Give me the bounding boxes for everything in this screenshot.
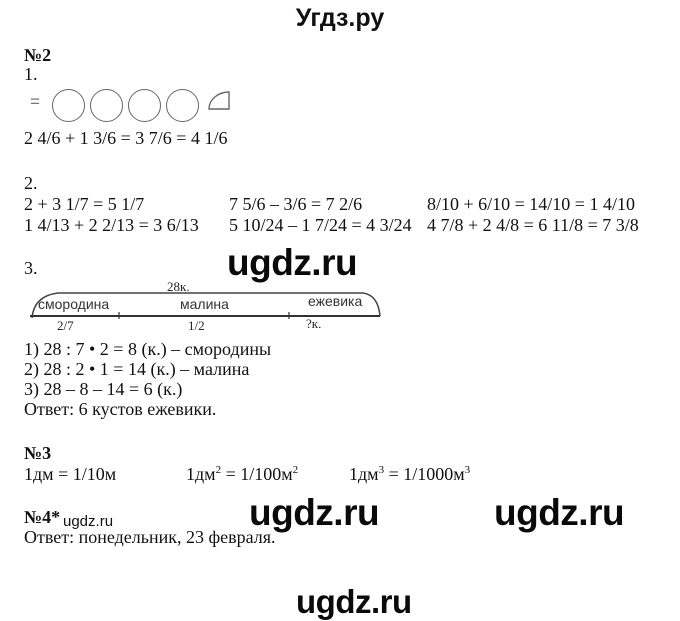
conversion-lhs: 1дм	[24, 464, 54, 484]
conversion-rhs: = 1/10м	[53, 464, 117, 484]
watermark: ugdz.ru	[494, 492, 625, 533]
task2-part1-equation: 2 4/6 + 1 3/6 = 3 7/6 = 4 1/6	[24, 128, 228, 148]
exponent: 3	[464, 464, 471, 476]
whole-circle-icon	[90, 89, 123, 122]
equation: 7 5/6 – 3/6 = 7 2/6	[229, 194, 363, 214]
segment-fraction: 2/7	[57, 318, 74, 333]
equation: 5 10/24 – 1 7/24 = 4 3/24	[229, 215, 412, 235]
conversion-item: 1дм2 = 1/100м2	[186, 464, 298, 485]
segment-fraction: ?к.	[306, 316, 322, 331]
conversion-rhs: = 1/100м	[221, 464, 293, 484]
site-title: Угдз.ру	[295, 4, 385, 32]
segment-label: малина	[180, 296, 229, 312]
task2-part1-label: 1.	[24, 64, 38, 84]
whole-circle-icon	[128, 89, 161, 122]
solution-step: 1) 28 : 7 • 2 = 8 (к.) – смородины	[24, 339, 272, 359]
watermark: ugdz.ru	[227, 242, 358, 283]
solution-step: 3) 28 – 8 – 14 = 6 (к.)	[24, 379, 183, 399]
exponent: 2	[215, 464, 222, 476]
equals-sign: =	[30, 92, 40, 111]
segment-fraction: 1/2	[188, 318, 205, 333]
segment-label: смородина	[38, 296, 110, 312]
brace-line-icon	[30, 292, 381, 319]
conversion-rhs: = 1/1000м	[384, 464, 465, 484]
watermark: ugdz.ru	[249, 492, 380, 533]
conversion-item: 1дм = 1/10м	[24, 464, 116, 485]
segment-label: ежевика	[308, 293, 363, 309]
task3-heading: №3	[24, 443, 52, 463]
exponent: 3	[378, 464, 385, 476]
whole-circle-icon	[166, 89, 199, 122]
task2-answer: Ответ: 6 кустов ежевики.	[24, 399, 217, 419]
equation: 8/10 + 6/10 = 14/10 = 1 4/10	[427, 194, 635, 214]
equation: 2 + 3 1/7 = 5 1/7	[24, 194, 145, 214]
equation: 4 7/8 + 2 4/8 = 6 11/8 = 7 3/8	[427, 215, 639, 235]
task2-heading: №2	[24, 45, 52, 65]
conversion-lhs: 1дм	[349, 464, 379, 484]
task2-part3-label: 3.	[24, 258, 38, 278]
conversion-lhs: 1дм	[186, 464, 216, 484]
watermark: ugdz.ru	[296, 583, 412, 620]
whole-circle-icon	[52, 89, 85, 122]
equation: 1 4/13 + 2 2/13 = 3 6/13	[24, 215, 199, 235]
conversion-item: 1дм3 = 1/1000м3	[349, 464, 470, 485]
quarter-circle-icon	[208, 91, 230, 110]
task4-heading: №4*	[24, 507, 61, 527]
exponent: 2	[292, 464, 299, 476]
watermark-small: ugdz.ru	[63, 513, 114, 530]
diagram-total: 28к.	[167, 279, 190, 294]
task2-part2-label: 2.	[24, 173, 38, 193]
task4-answer: Ответ: понедельник, 23 февраля.	[24, 527, 276, 547]
solution-step: 2) 28 : 2 • 1 = 14 (к.) – малина	[24, 359, 250, 379]
